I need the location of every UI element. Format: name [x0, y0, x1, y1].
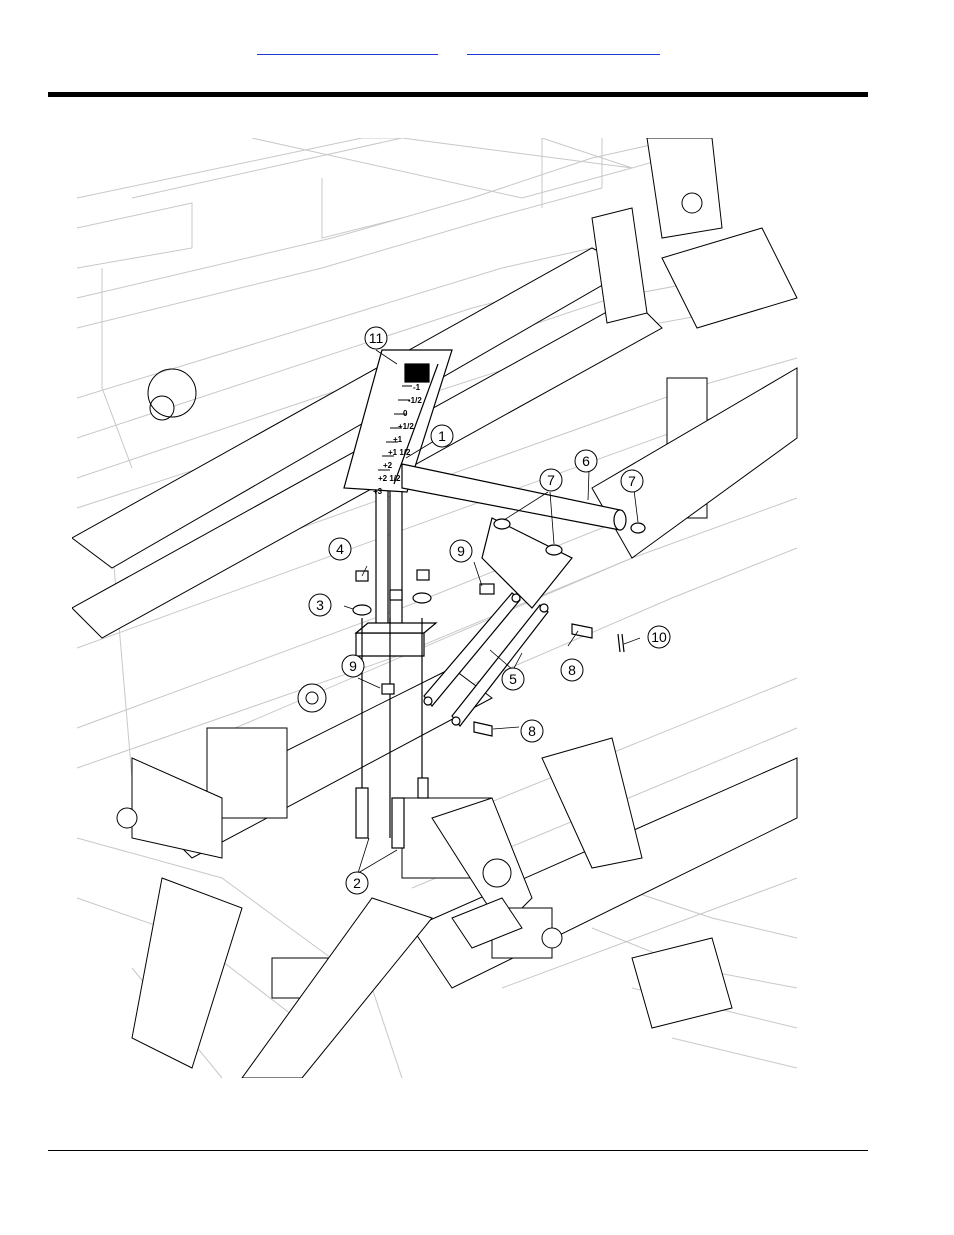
- footer-rule: [48, 1150, 868, 1151]
- svg-text:8: 8: [568, 662, 576, 678]
- decal-label: +1: [393, 435, 403, 444]
- callout-6: 6: [574, 449, 598, 473]
- svg-text:9: 9: [349, 658, 357, 674]
- svg-text:4: 4: [336, 541, 344, 557]
- callout-9a: 9: [449, 539, 473, 563]
- svg-text:2: 2: [353, 875, 361, 891]
- callout-10: 10: [647, 625, 671, 649]
- callout-8b: 8: [520, 719, 544, 743]
- decal-label: -1: [413, 383, 421, 392]
- svg-text:1: 1: [438, 428, 446, 444]
- callout-7b: 7: [620, 469, 644, 493]
- svg-text:9: 9: [457, 543, 465, 559]
- svg-text:3: 3: [316, 597, 324, 613]
- svg-text:7: 7: [547, 472, 555, 488]
- svg-text:7: 7: [628, 473, 636, 489]
- decal-label: +1 1/2: [388, 448, 411, 457]
- svg-text:5: 5: [509, 671, 517, 687]
- decal-label: +3: [373, 487, 383, 496]
- svg-text:11: 11: [369, 330, 384, 346]
- decal-scale: [378, 385, 412, 471]
- svg-text:8: 8: [528, 723, 536, 739]
- callout-8a: 8: [560, 658, 584, 682]
- header-link-left[interactable]: [257, 40, 438, 55]
- callouts: 11 1 6 7 7 4 9 3 10 8 5 9 8 2: [308, 326, 671, 895]
- callout-2: 2: [345, 871, 369, 895]
- callout-1: 1: [430, 424, 454, 448]
- callout-4: 4: [328, 537, 352, 561]
- decal-label: -1/2: [408, 396, 422, 405]
- svg-text:6: 6: [582, 453, 590, 469]
- decal-label: +2 1/2: [378, 474, 401, 483]
- callout-9b: 9: [341, 654, 365, 678]
- callout-7a: 7: [539, 468, 563, 492]
- indicator-assembly: [343, 349, 646, 849]
- decal-label: 0: [403, 409, 408, 418]
- header-rule: [48, 92, 868, 97]
- header-link-right[interactable]: [467, 40, 660, 55]
- callout-5: 5: [501, 667, 525, 691]
- leader-lines: [343, 349, 641, 874]
- svg-text:10: 10: [651, 629, 667, 645]
- callout-3: 3: [308, 593, 332, 617]
- decal-label: +1/2: [398, 422, 414, 431]
- decal-label: +2: [383, 461, 393, 470]
- decal-text: -1 -1/20 +1/2 +1 +1 1/2 +2 +2 1/2 +3: [373, 383, 422, 496]
- callout-11: 11: [364, 326, 388, 350]
- main-frame: [72, 138, 798, 1078]
